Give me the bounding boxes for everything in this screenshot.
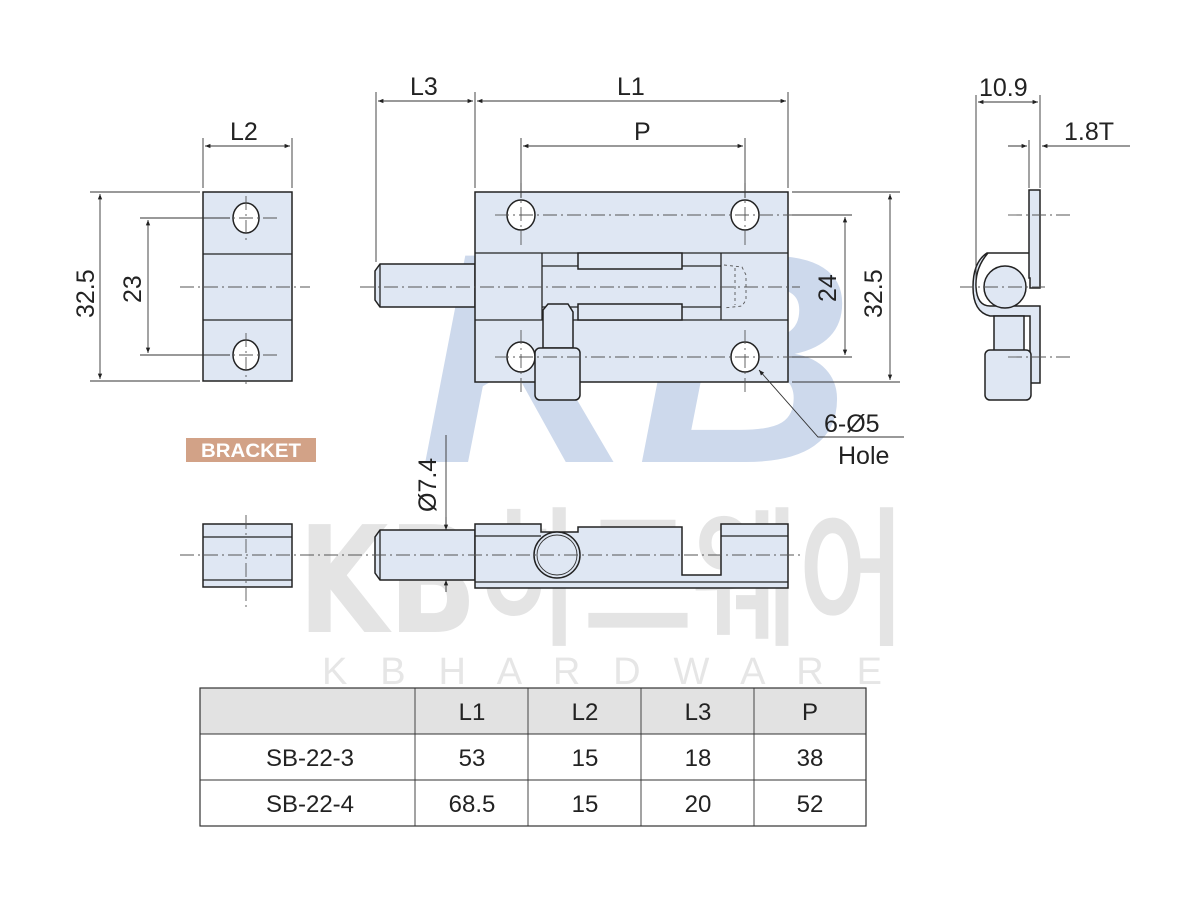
dim-thickness: 1.8T bbox=[1064, 118, 1114, 146]
bracket-front-view: L2 32.5 23 bbox=[72, 118, 310, 384]
cell-p: 52 bbox=[797, 791, 824, 818]
bracket-label: BRACKET bbox=[201, 441, 301, 462]
bolt-side-view: 10.9 1.8T bbox=[960, 74, 1130, 401]
cell-p: 38 bbox=[797, 745, 824, 772]
dim-depth: 10.9 bbox=[979, 74, 1028, 102]
dimension-table: L1 L2 L3 P SB-22-3 53 15 18 38 SB-22-4 6… bbox=[199, 687, 867, 827]
dim-height-left: 32.5 bbox=[72, 269, 100, 318]
bolt-front-view: L3 L1 P 24 32.5 6-Ø5 Hole bbox=[360, 73, 904, 470]
table-header: L1 L2 L3 P bbox=[459, 699, 818, 726]
cell-l1: 53 bbox=[459, 745, 486, 772]
table-row: SB-22-4 68.5 15 20 52 bbox=[266, 791, 823, 818]
dim-l2: L2 bbox=[230, 118, 258, 146]
header-l1: L1 bbox=[459, 699, 486, 726]
dim-body-pitch: 24 bbox=[814, 274, 842, 302]
dim-l3: L3 bbox=[410, 73, 438, 101]
header-p: P bbox=[802, 699, 818, 726]
cell-l3: 18 bbox=[685, 745, 712, 772]
header-l2: L2 bbox=[572, 699, 599, 726]
dim-p: P bbox=[634, 118, 651, 146]
dim-l1: L1 bbox=[617, 73, 645, 101]
cell-l1: 68.5 bbox=[449, 791, 496, 818]
cell-l2: 15 bbox=[572, 745, 599, 772]
cell-l3: 20 bbox=[685, 791, 712, 818]
bolt-bottom-view: Ø7.4 bbox=[180, 435, 800, 610]
header-l3: L3 bbox=[685, 699, 712, 726]
cell-l2: 15 bbox=[572, 791, 599, 818]
table-row: SB-22-3 53 15 18 38 bbox=[266, 745, 823, 772]
dim-pin-diameter: Ø7.4 bbox=[414, 458, 442, 512]
bracket-badge: BRACKET bbox=[186, 438, 316, 462]
knob-stem bbox=[542, 303, 574, 349]
cell-model: SB-22-4 bbox=[266, 791, 354, 818]
dim-hole-label: Hole bbox=[838, 442, 889, 470]
dim-hole-spec: 6-Ø5 bbox=[824, 410, 880, 438]
cell-model: SB-22-3 bbox=[266, 745, 354, 772]
dim-bracket-pitch: 23 bbox=[119, 275, 147, 303]
dim-height-right: 32.5 bbox=[860, 269, 888, 318]
knob bbox=[534, 347, 581, 401]
